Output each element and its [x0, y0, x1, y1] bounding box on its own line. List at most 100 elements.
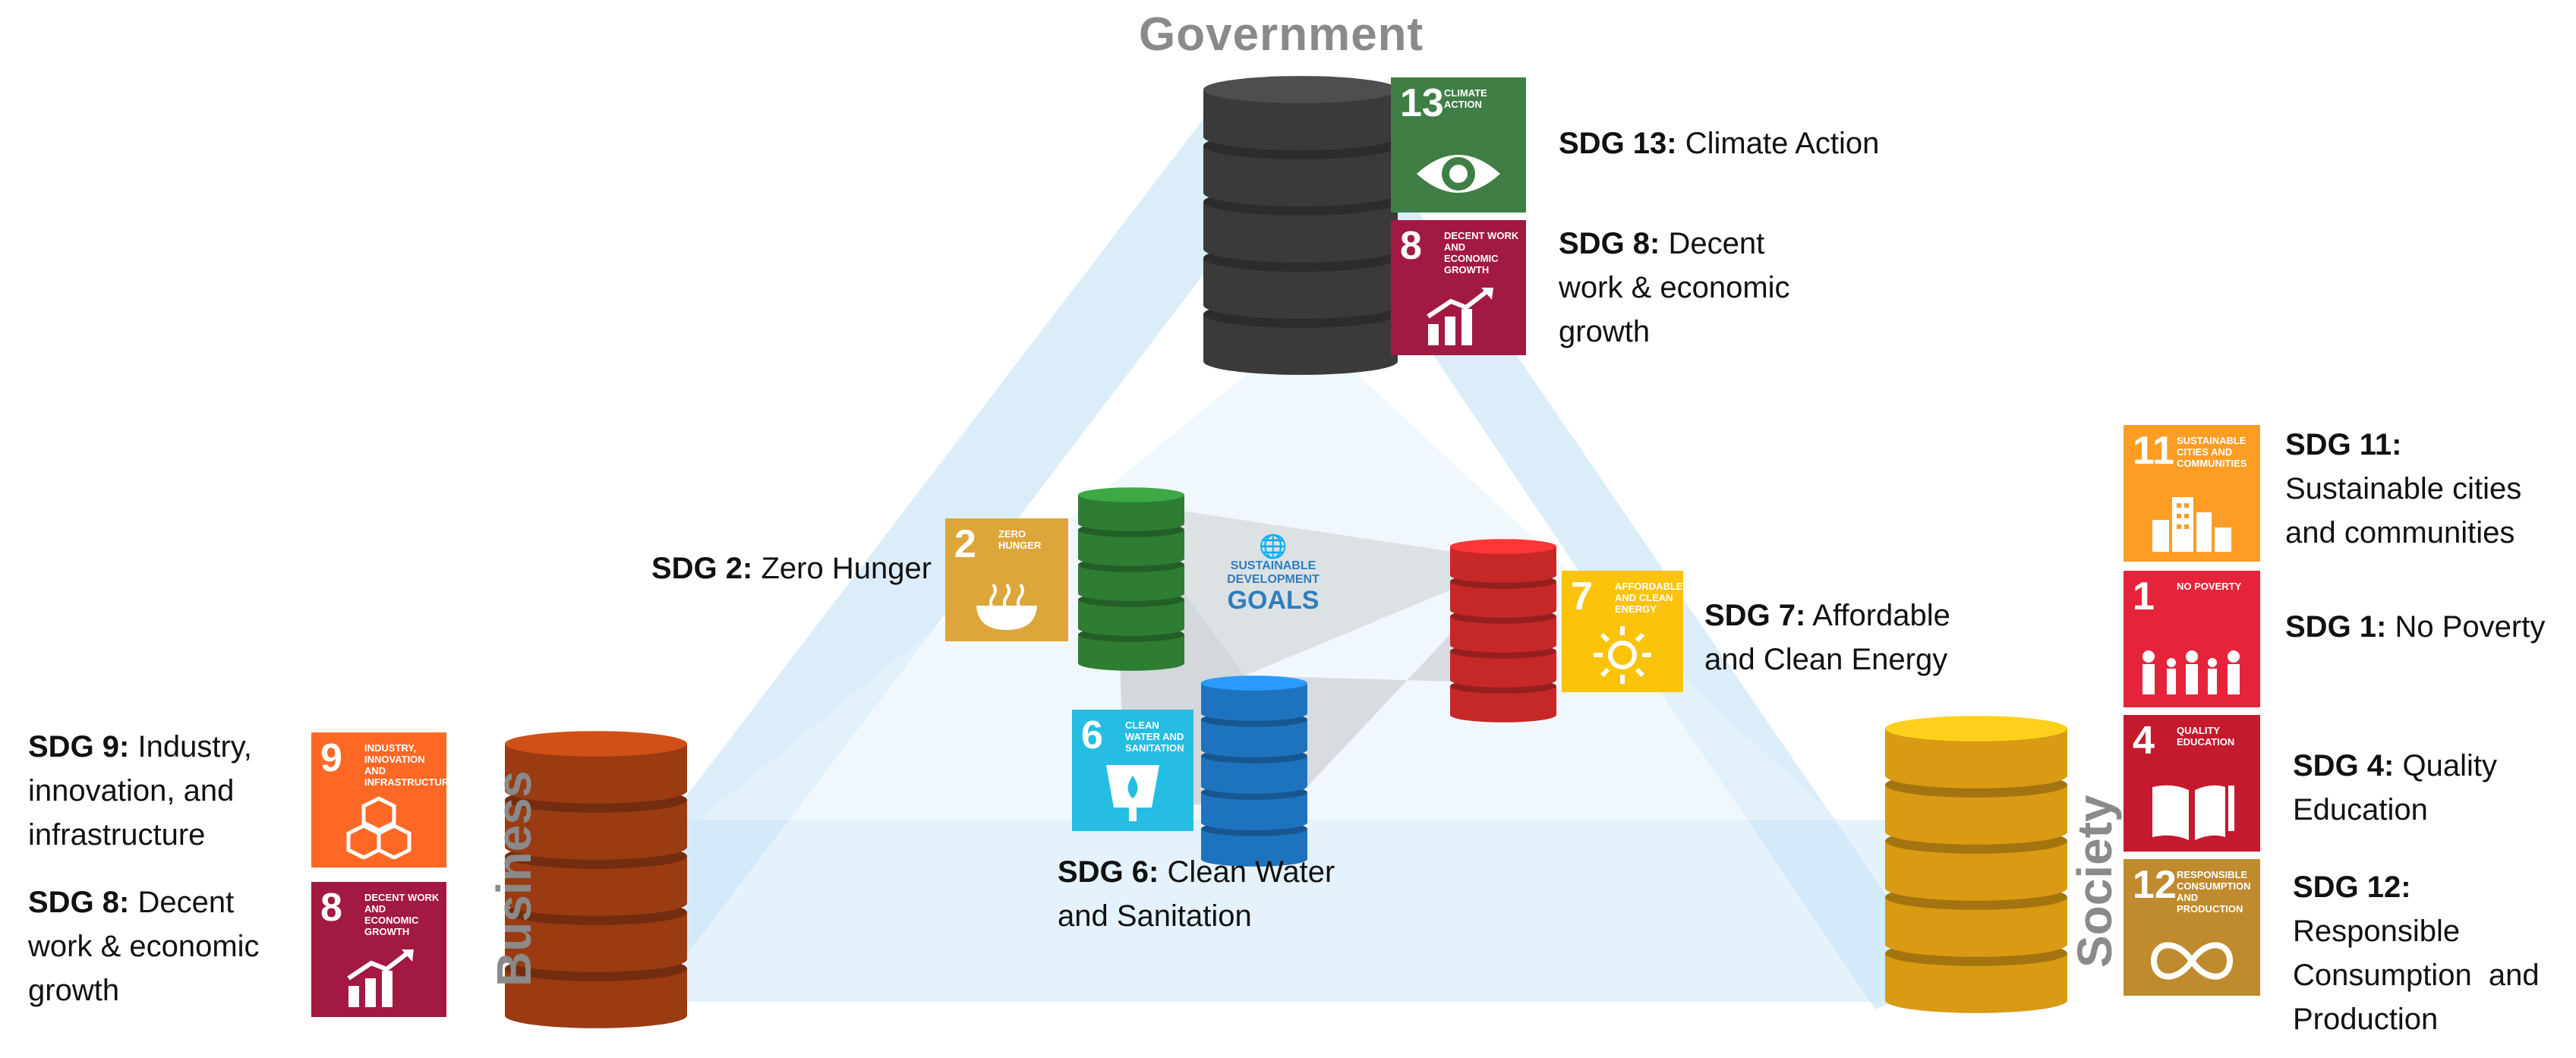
db-disk-body: [1201, 683, 1307, 721]
db-disk-body: [1885, 953, 2067, 1013]
label-line: innovation, and: [28, 774, 235, 808]
cubes-icon: [311, 795, 446, 863]
label-line: growth: [1559, 315, 1651, 348]
db-disk-body: [505, 800, 688, 860]
growth-chart-icon: [311, 948, 446, 1012]
tile-title: RESPONSIBLE CONSUMPTION AND PRODUCTION: [2177, 869, 2251, 915]
pyramid-face-right: [1245, 562, 1518, 805]
label-line: SDG 12:: [2293, 865, 2540, 909]
label-line: Consumption and: [2293, 959, 2540, 992]
db-disk-top: [1201, 675, 1307, 691]
government-database-icon: [1203, 76, 1398, 375]
tile-sdg6: 6 CLEAN WATER AND SANITATION: [1072, 710, 1193, 831]
label-text: Zero Hunger: [761, 552, 932, 585]
label-line: work & economic: [1559, 271, 1790, 304]
label-line: SDG 1: No Poverty: [2285, 605, 2545, 649]
tile-title: NO POVERTY: [2177, 581, 2242, 592]
label-code: SDG 2:: [651, 552, 753, 585]
tile-sdg8-left: 8 DECENT WORK AND ECONOMIC GROWTH: [311, 882, 446, 1017]
label-text: Industry,: [137, 730, 252, 764]
label-line: infrastructure: [28, 818, 206, 852]
db-disk-top: [1203, 76, 1398, 103]
family-icon: [2124, 646, 2260, 703]
label-sdg8-left: SDG 8: Decent work & economic growth: [28, 880, 260, 1012]
tile-number: 8: [320, 886, 342, 930]
society-database-icon: [1885, 716, 2067, 1013]
db-disk-body: [1885, 897, 2067, 957]
tile-sdg2: 2 ZERO HUNGER: [945, 518, 1068, 641]
label-code: SDG 1:: [2285, 610, 2387, 644]
tile-number: 12: [2133, 863, 2177, 907]
tile-number: 4: [2133, 719, 2155, 763]
logo-line-3: GOALS: [1227, 586, 1320, 615]
db-disk-body: [1203, 146, 1398, 206]
label-line: and Sanitation: [1058, 899, 1252, 933]
tile-number: 6: [1081, 713, 1103, 757]
logo-line-1: SUSTAINABLE: [1230, 559, 1316, 572]
db-disk-body: [1450, 651, 1556, 688]
db-disk-body: [1201, 720, 1307, 757]
infinity-icon: [2124, 934, 2260, 991]
tile-number: 11: [2133, 429, 2174, 473]
db-disk-body: [505, 744, 688, 804]
growth-chart-icon: [1391, 286, 1526, 351]
label-line: and communities: [2285, 516, 2515, 549]
label-code: SDG 13:: [1559, 127, 1677, 160]
label-line: Responsible: [2293, 915, 2461, 948]
label-text: Decent: [1668, 227, 1765, 260]
tile-title: SUSTAINABLE CITIES AND COMMUNITIES: [2177, 435, 2247, 469]
pyramid-face-top: [1116, 501, 1518, 675]
tile-sdg4: 4 QUALITY EDUCATION: [2124, 715, 2260, 852]
tile-sdg8-top: 8 DECENT WORK AND ECONOMIC GROWTH: [1391, 220, 1526, 355]
label-line: SDG 13: Climate Action: [1559, 121, 1879, 165]
db-disk-body: [1885, 841, 2067, 901]
tile-sdg13: 13 CLIMATE ACTION: [1391, 77, 1526, 213]
label-line: SDG 2: Zero Hunger: [651, 546, 932, 590]
business-database-icon: [505, 731, 688, 1028]
city-icon: [2124, 490, 2260, 557]
label-text: Quality: [2402, 749, 2497, 782]
db-disk-top: [1885, 716, 2067, 742]
db-disk-top: [1450, 539, 1556, 554]
label-code: SDG 12:: [2293, 871, 2411, 904]
label-line: SDG 4: Quality: [2293, 744, 2497, 788]
red-database-icon: [1450, 539, 1556, 723]
tile-title: CLEAN WATER AND SANITATION: [1125, 720, 1184, 754]
db-disk-body: [1078, 634, 1184, 671]
label-line: Education: [2293, 793, 2428, 827]
db-disk-body: [1078, 565, 1184, 601]
db-disk-body: [1078, 530, 1184, 566]
db-disk-body: [1078, 600, 1184, 636]
db-disk-body: [1203, 90, 1398, 150]
label-text: Climate Action: [1685, 127, 1880, 160]
label-code: SDG 6:: [1058, 855, 1159, 889]
un-emblem-icon: 🌐: [1259, 534, 1288, 559]
label-sdg6: SDG 6: Clean Water and Sanitation: [1058, 850, 1335, 938]
label-sdg4: SDG 4: Quality Education: [2293, 744, 2497, 832]
db-disk-body: [1450, 686, 1556, 723]
db-disk-body: [1201, 792, 1307, 830]
label-code: SDG 7:: [1704, 599, 1806, 632]
tile-sdg7: 7 AFFORDABLE AND CLEAN ENERGY: [1562, 571, 1683, 692]
sdg-logo: 🌐 SUSTAINABLE DEVELOPMENT GOALS: [1224, 534, 1323, 615]
tile-title: INDUSTRY, INNOVATION AND INFRASTRUCTURE: [364, 742, 446, 788]
tile-title: QUALITY EDUCATION: [2177, 725, 2235, 748]
tile-number: 9: [320, 736, 342, 780]
label-line: SDG 8: Decent: [28, 880, 260, 924]
label-code: SDG 9:: [28, 730, 130, 764]
db-disk-body: [1450, 581, 1556, 618]
label-sdg9: SDG 9: Industry, innovation, and infrast…: [28, 725, 252, 857]
db-disk-body: [1201, 756, 1307, 794]
db-disk-body: [505, 968, 688, 1028]
db-disk-body: [1201, 829, 1307, 867]
label-code: SDG 11:: [2285, 428, 2402, 461]
label-sdg12: SDG 12: Responsible Consumption and Prod…: [2293, 865, 2540, 1041]
db-disk-body: [1203, 258, 1398, 319]
tile-number: 8: [1400, 224, 1422, 268]
blue-database-icon: [1201, 675, 1307, 867]
label-line: work & economic: [28, 930, 260, 963]
label-sdg8-top: SDG 8: Decent work & economic growth: [1559, 222, 1790, 354]
tile-sdg9: 9 INDUSTRY, INNOVATION AND INFRASTRUCTUR…: [311, 732, 446, 867]
label-line: and Clean Energy: [1704, 643, 1948, 676]
label-sdg2: SDG 2: Zero Hunger: [651, 546, 932, 590]
